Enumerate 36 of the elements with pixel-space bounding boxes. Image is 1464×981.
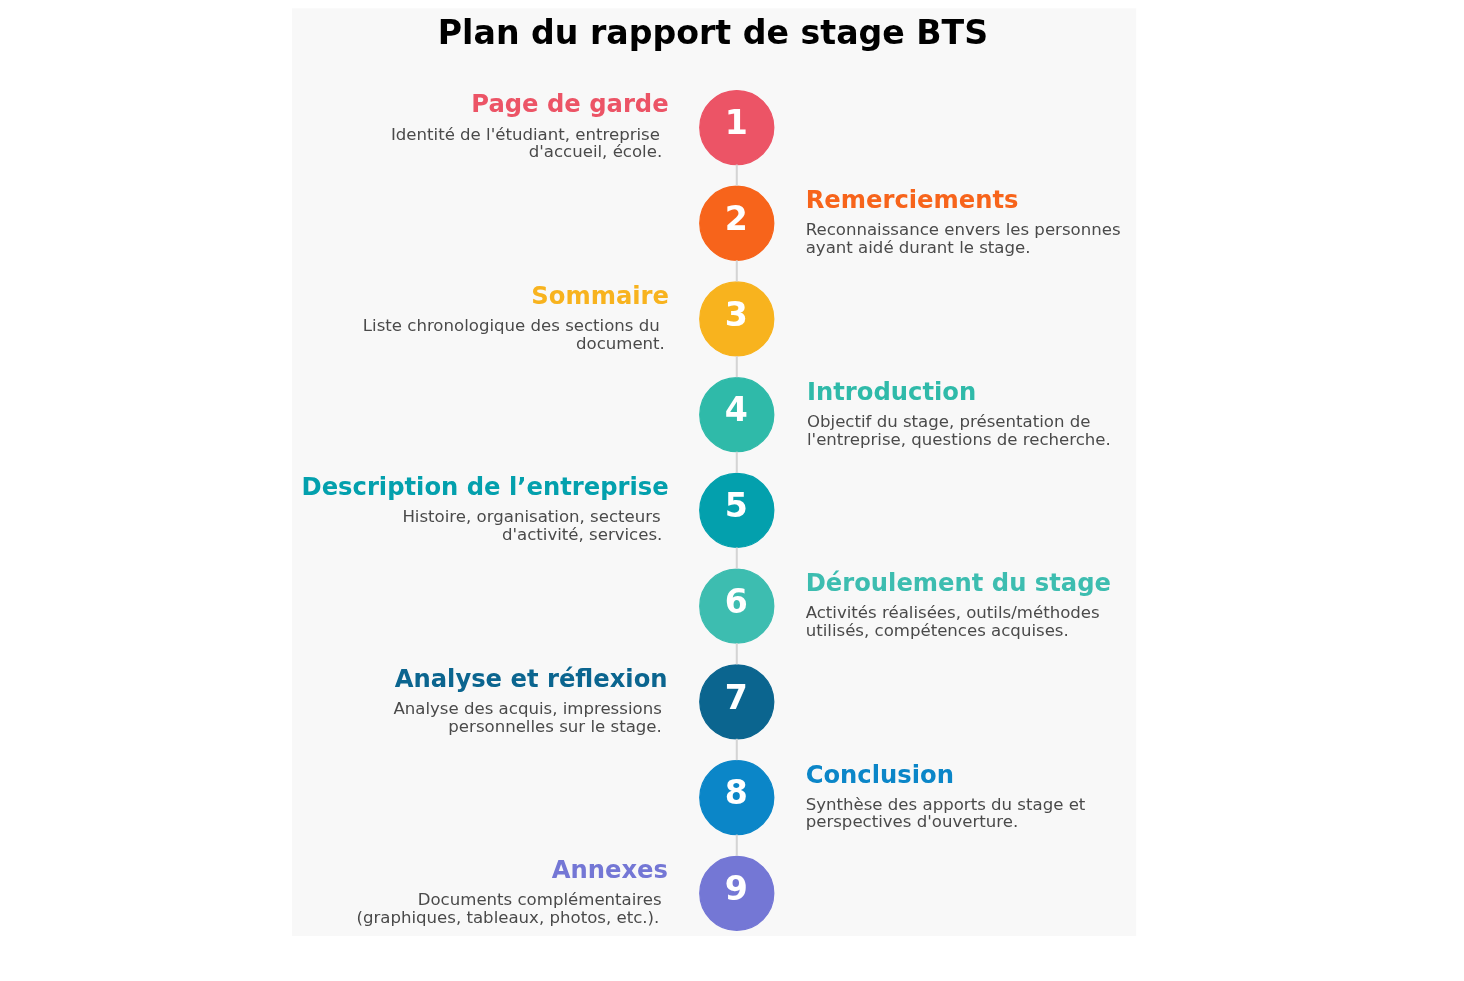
node-circle: 6 xyxy=(698,568,774,644)
node-label: Page de garde xyxy=(470,89,669,119)
node-circle: 1 xyxy=(698,89,774,166)
node-label: Introduction xyxy=(806,376,976,406)
node-label: Synthèse des apports du stage et perspectives d'ouverture. xyxy=(805,794,1085,832)
node-circle: 4 xyxy=(698,377,774,453)
node-circle: 7 xyxy=(698,664,774,740)
node-label: Reconnaissance envers les personnes ayant aidé durant le stage. xyxy=(805,220,1121,258)
node-label: Identité de l'étudiant, entreprise d'accueil, école. xyxy=(390,124,662,162)
node-circle: 9 xyxy=(698,855,774,931)
connector xyxy=(735,164,738,186)
node-circle: 3 xyxy=(698,281,774,357)
node-label: Description de l’entreprise xyxy=(301,472,669,502)
connector xyxy=(735,260,738,282)
node-label: Remerciements xyxy=(805,185,1018,215)
node-circle: 5 xyxy=(698,472,774,549)
node-circle: 2 xyxy=(698,185,774,261)
connector xyxy=(735,451,738,473)
node-label: Déroulement du stage xyxy=(805,568,1111,598)
connector xyxy=(735,643,738,665)
node-label: Conclusion xyxy=(805,759,954,789)
node-label: Analyse des acquis, impressions personnelles sur le stage. xyxy=(392,698,662,736)
node-label: Histoire, organisation, secteurs d'activité, services. xyxy=(401,507,662,545)
node-label: Objectif du stage, présentation de l'entreprise, questions de recherche. xyxy=(806,411,1111,449)
node-label: Activités réalisées, outils/méthodes utilisés, compétences acquises. xyxy=(805,603,1100,640)
node-circle: 8 xyxy=(698,759,774,836)
node-label: Sommaire xyxy=(530,280,669,310)
node-label: Annexes xyxy=(551,855,668,885)
diagram-title: Plan du rapport de stage BTS xyxy=(437,12,988,52)
connector xyxy=(735,547,738,569)
connector xyxy=(735,356,738,378)
node-label: Analyse et réflexion xyxy=(394,663,668,693)
node-label: Liste chronologique des sections du document. xyxy=(362,315,665,353)
connector xyxy=(735,738,738,761)
connector xyxy=(735,834,738,856)
node-label: Documents complémentaires (graphiques, tableaux, photos, etc.). xyxy=(355,890,662,928)
